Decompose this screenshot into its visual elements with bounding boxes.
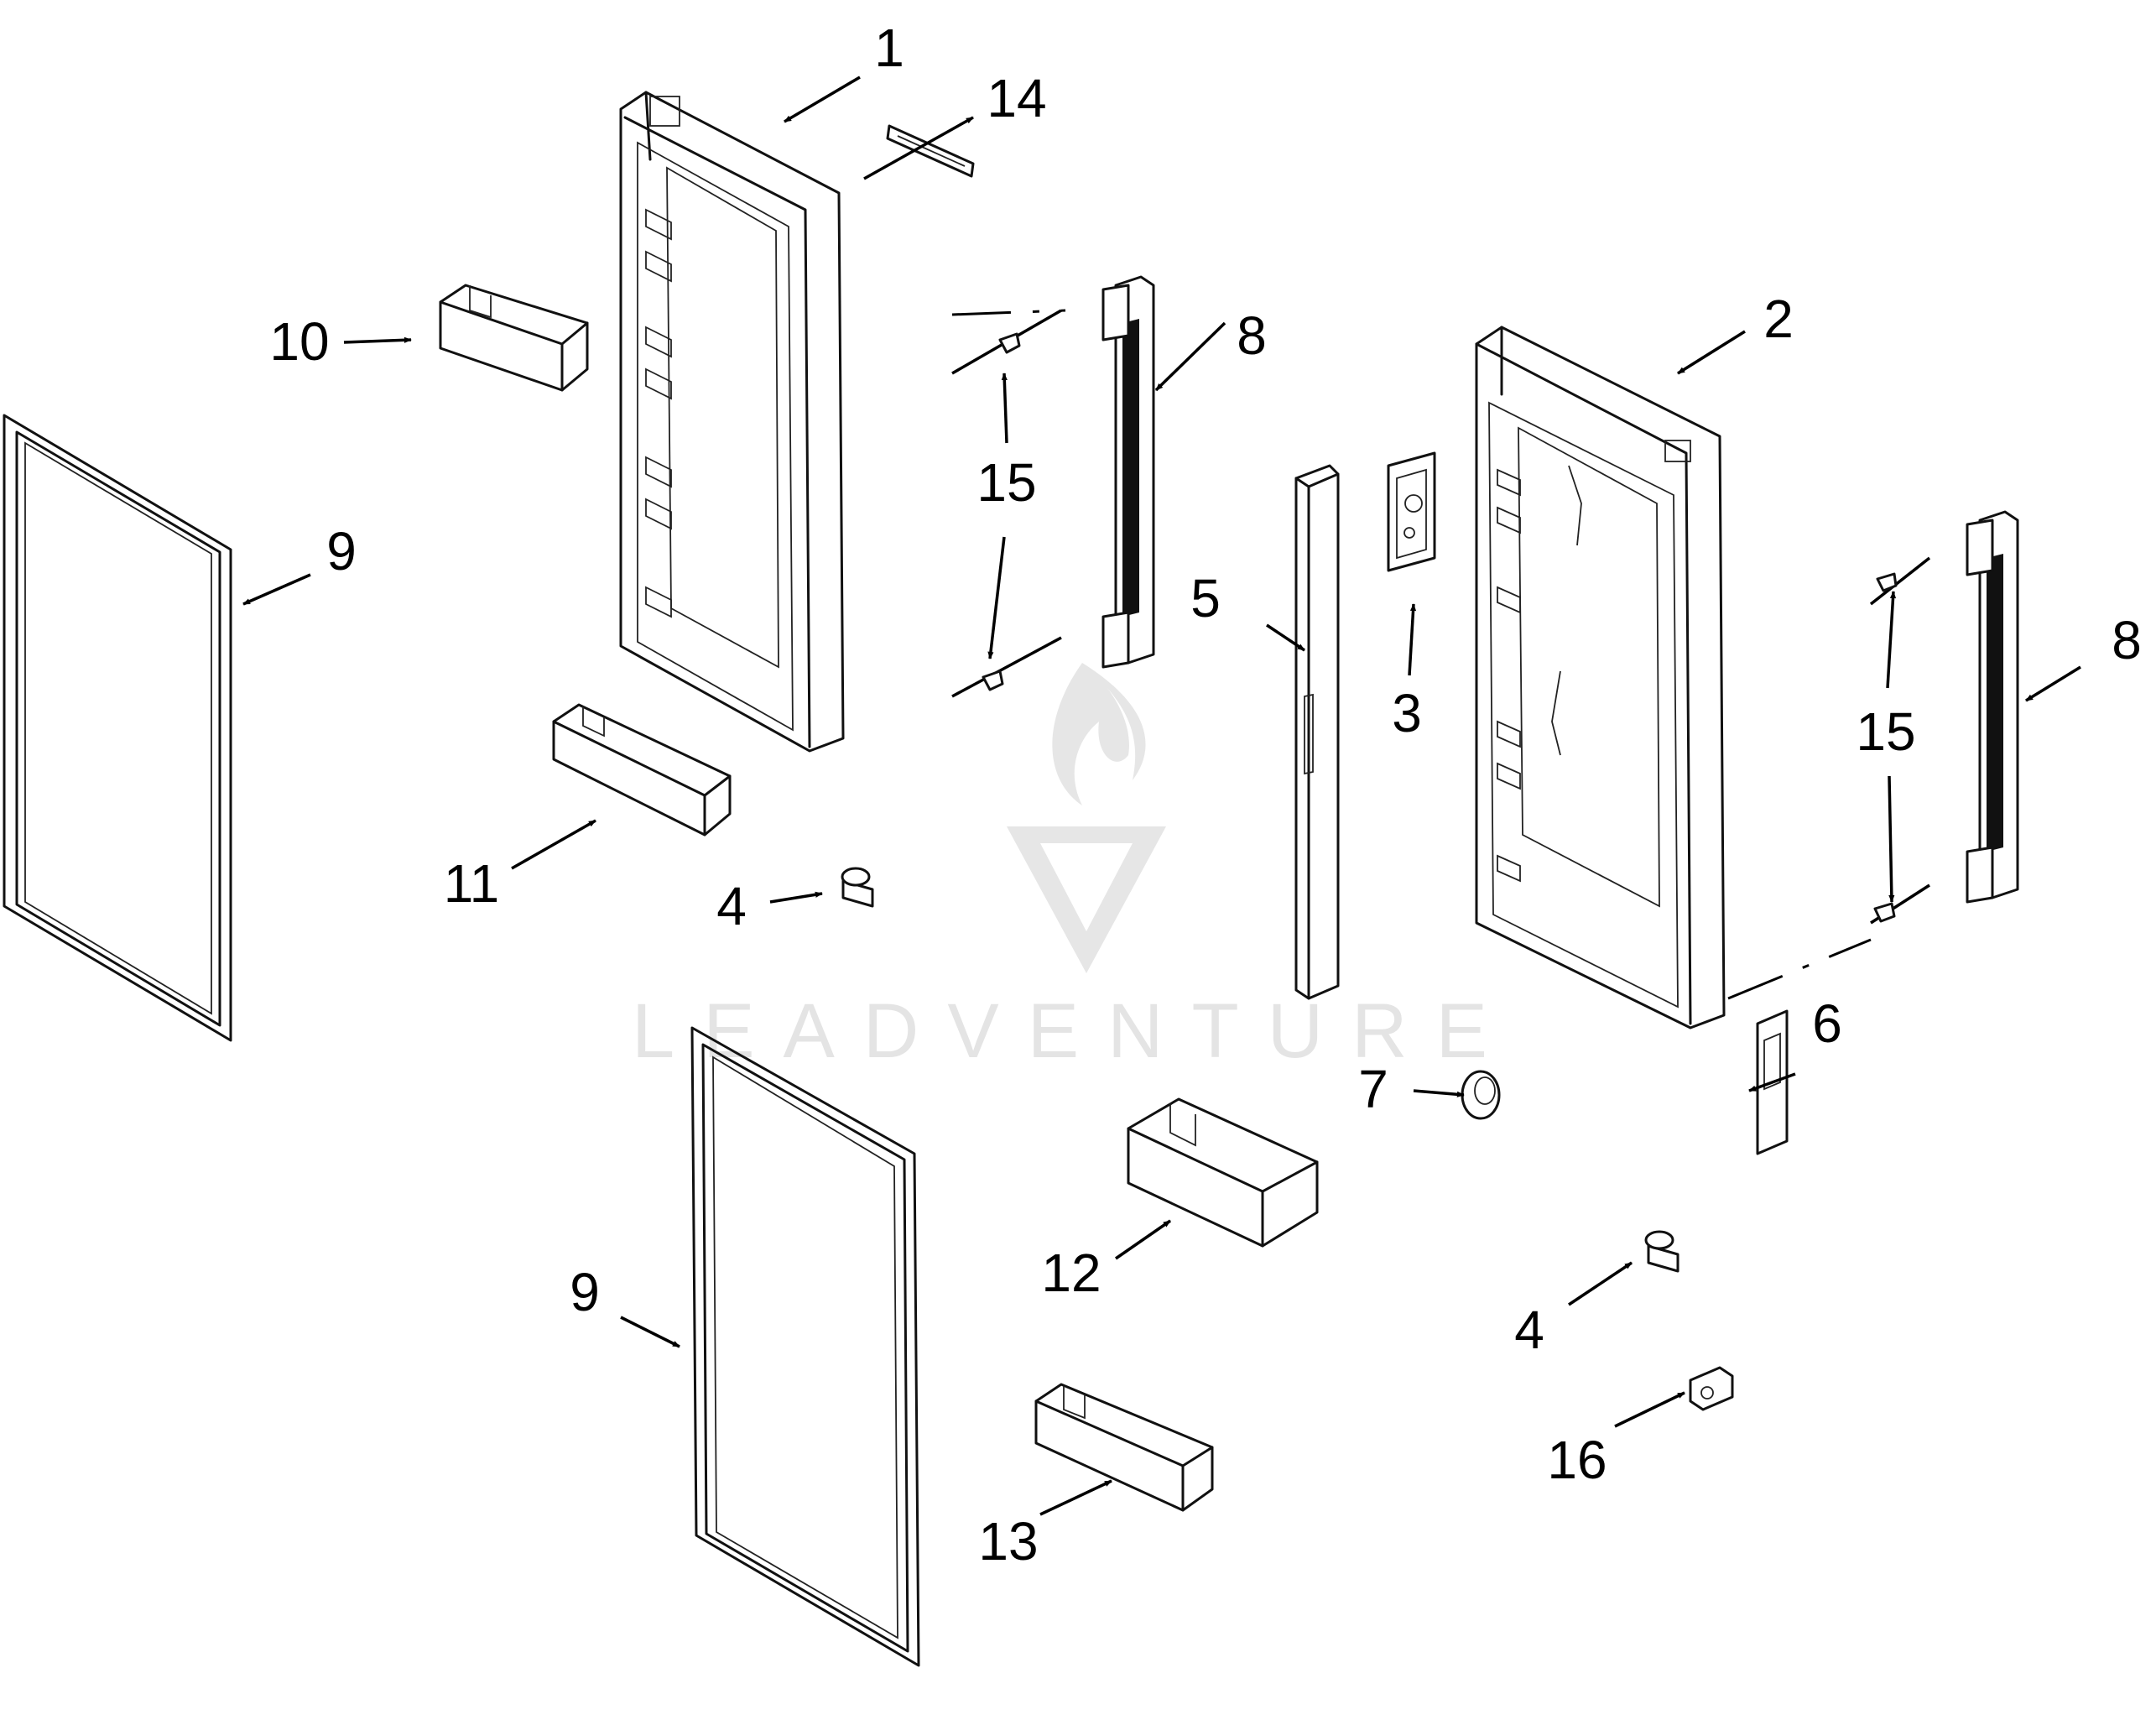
handle-screws-upper: [951, 309, 1066, 698]
watermark-logo: [1007, 663, 1166, 973]
door-bin-12: [1127, 1097, 1319, 1248]
callout-1: 1: [874, 18, 904, 78]
callout-4-lower: 4: [1514, 1300, 1544, 1360]
door-bin-13: [1034, 1383, 1214, 1512]
callout-9-lower: 9: [570, 1262, 600, 1322]
callout-8-upper: 8: [1237, 305, 1267, 366]
callout-8-right: 8: [2112, 610, 2142, 670]
callout-3: 3: [1392, 683, 1422, 743]
label-strip: [886, 124, 975, 178]
callout-9-upper: 9: [326, 521, 357, 581]
callout-7: 7: [1358, 1059, 1388, 1119]
handle-screws-right: [1869, 556, 1931, 925]
callout-6: 6: [1812, 993, 1842, 1054]
callout-11: 11: [444, 853, 499, 914]
door-handle-right: [1966, 510, 2019, 904]
alignment-line: [1727, 938, 1872, 1000]
callout-4-upper: 4: [716, 876, 747, 936]
callout-16: 16: [1547, 1430, 1607, 1490]
control-board: [1387, 451, 1436, 572]
callout-12: 12: [1041, 1243, 1101, 1303]
hinge-clip-lower: [1644, 1230, 1679, 1273]
door-bin-10: [439, 284, 589, 392]
door-bin-11: [552, 703, 732, 837]
callout-10: 10: [269, 311, 329, 372]
plug-cap: [1461, 1070, 1501, 1120]
callout-13: 13: [978, 1511, 1038, 1571]
leader-arrows: [242, 76, 2081, 1516]
left-door: [619, 91, 845, 753]
switch-actuator: [1689, 1366, 1734, 1411]
hinge-clip-upper: [841, 867, 874, 908]
callout-15-upper: 15: [976, 452, 1036, 513]
door-handle-upper: [1101, 275, 1155, 669]
right-door: [1475, 326, 1726, 1029]
mullion-flipper: [1294, 464, 1340, 1000]
callout-5: 5: [1190, 568, 1221, 628]
door-gasket-right: [690, 1026, 920, 1667]
door-gasket-left: [3, 414, 232, 1042]
watermark-text: LEADVENTURE: [632, 988, 1516, 1074]
callout-2: 2: [1763, 289, 1794, 349]
callout-14: 14: [987, 68, 1046, 128]
callout-15-right: 15: [1856, 701, 1915, 762]
